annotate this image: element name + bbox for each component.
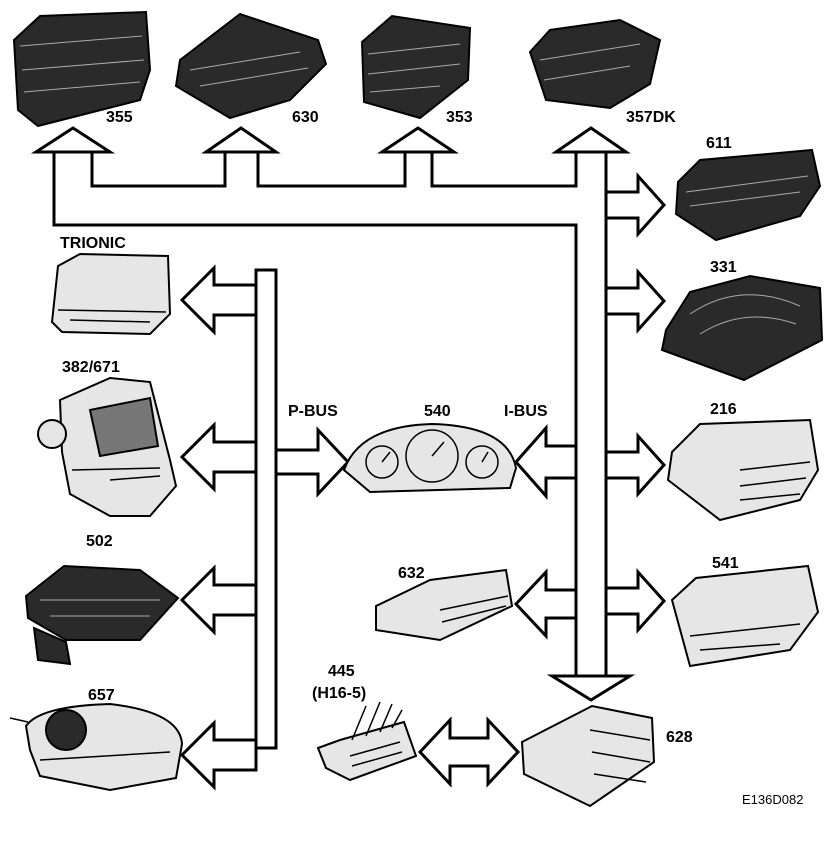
label-i-bus: I-BUS: [504, 403, 548, 420]
label-541: 541: [712, 555, 739, 572]
arrow-up-357dk: [551, 126, 631, 154]
p-bus-arrow-502: [179, 564, 258, 636]
i-bus-arrow-540: [513, 424, 578, 500]
modules: [9, 10, 824, 808]
module-502: [24, 564, 180, 666]
p-bus-arrow-540: [274, 426, 351, 498]
label-331: 331: [710, 259, 737, 276]
module-355: [12, 10, 152, 128]
label-502: 502: [86, 533, 113, 550]
module-657: [9, 702, 184, 792]
label-632: 632: [398, 565, 425, 582]
label-357dk: 357DK: [626, 109, 676, 126]
label-657: 657: [88, 687, 115, 704]
arrow-down-628: [546, 674, 636, 702]
label-382-671: 382/671: [62, 359, 120, 376]
arrow-right-611: [604, 172, 667, 238]
module-331: [660, 274, 824, 382]
p-bus-arrow-657: [179, 719, 258, 791]
module-628: [520, 704, 656, 808]
i-bus-arrow-632: [513, 568, 578, 640]
label-630: 630: [292, 109, 319, 126]
module-540: [342, 422, 518, 494]
label-628: 628: [666, 729, 693, 746]
arrow-right-331: [604, 268, 667, 334]
labels: 355 630 353 357DK 611 331 TRIONIC 382/67…: [60, 109, 803, 807]
module-611: [674, 148, 822, 242]
arrow-up-355: [30, 126, 116, 154]
module-541: [670, 564, 820, 668]
arrow-up-353: [377, 126, 459, 154]
p-bus-arrow-trionic: [179, 264, 258, 336]
module-trionic: [50, 252, 172, 336]
module-357dk: [528, 18, 662, 110]
module-630: [174, 12, 328, 120]
module-353: [360, 14, 472, 120]
p-bus-trunk: [254, 268, 278, 750]
arrow-right-216: [604, 432, 667, 498]
module-445: [316, 701, 418, 782]
label-353: 353: [446, 109, 473, 126]
module-382-671: [37, 376, 178, 517]
bus-pipes: [30, 126, 667, 791]
module-632: [375, 568, 514, 642]
label-p-bus: P-BUS: [288, 403, 338, 420]
label-trionic: TRIONIC: [60, 235, 126, 252]
label-355: 355: [106, 109, 133, 126]
label-540: 540: [424, 403, 451, 420]
p-bus-arrow-382: [179, 421, 258, 493]
arrow-right-541: [604, 568, 667, 634]
arrow-up-630: [201, 126, 281, 154]
double-arrow-445-628: [417, 716, 521, 788]
label-216: 216: [710, 401, 737, 418]
figure-id: E136D082: [742, 792, 803, 807]
label-445-sub: (H16-5): [312, 685, 366, 702]
label-611: 611: [706, 135, 732, 152]
module-216: [666, 418, 820, 522]
label-445: 445: [328, 663, 355, 680]
